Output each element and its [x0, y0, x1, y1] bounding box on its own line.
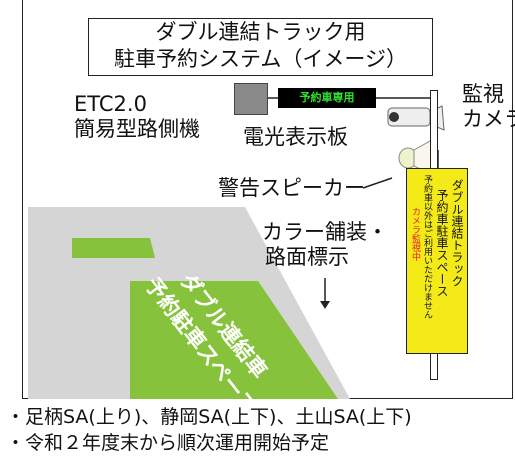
- roadside-unit-label-line1: ETC2.0: [74, 92, 147, 116]
- note-locations: ・足柄SA(上り)、静岡SA(上下)、土山SA(上下): [6, 406, 412, 428]
- title-box: ダブル連結トラック用 駐車予約システム（イメージ）: [88, 18, 433, 76]
- warning-sign: ダブル連結トラック 予約車駐車スペース 予約車以外はご利用いただけません カメラ…: [406, 168, 468, 354]
- camera-label-line1: 監視: [462, 82, 504, 106]
- roadside-unit-icon: [234, 83, 268, 115]
- note-schedule: ・令和２年度末から順次運用開始予定: [6, 432, 330, 454]
- sign-line4: カメラ監視中: [410, 207, 420, 261]
- title-line1: ダブル連結トラック用: [155, 20, 366, 44]
- notes-block: ・足柄SA(上り)、静岡SA(上下)、土山SA(上下) ・令和２年度末から順次運…: [6, 404, 412, 456]
- pavement-label: カラー舗装・ 路面標示: [262, 220, 388, 270]
- speaker-leader: [362, 177, 393, 189]
- speaker-label: 警告スピーカー: [218, 176, 365, 200]
- camera-label-line2: カメラ: [462, 107, 515, 131]
- display-board: 予約車専用: [278, 88, 376, 108]
- display-board-label: 電光表示板: [243, 125, 348, 149]
- pavement-label-line1: カラー舗装・: [262, 220, 388, 244]
- green-space-upper: [72, 238, 155, 258]
- green-space-lower: [130, 281, 338, 399]
- camera-label: 監視 カメラ: [462, 82, 515, 132]
- title-line2: 駐車予約システム（イメージ）: [114, 47, 407, 71]
- pavement-label-line2: 路面標示: [265, 245, 349, 269]
- sign-line3: 予約車以外はご利用いただけません: [422, 175, 432, 319]
- pavement-arrowhead: [320, 301, 330, 309]
- roadside-unit-label-line2: 簡易型路側機: [74, 117, 200, 141]
- sign-line2: 予約車駐車スペース: [435, 189, 449, 297]
- sign-line1: ダブル連結トラック: [450, 179, 464, 287]
- roadside-unit-label: ETC2.0 簡易型路側機: [74, 92, 200, 142]
